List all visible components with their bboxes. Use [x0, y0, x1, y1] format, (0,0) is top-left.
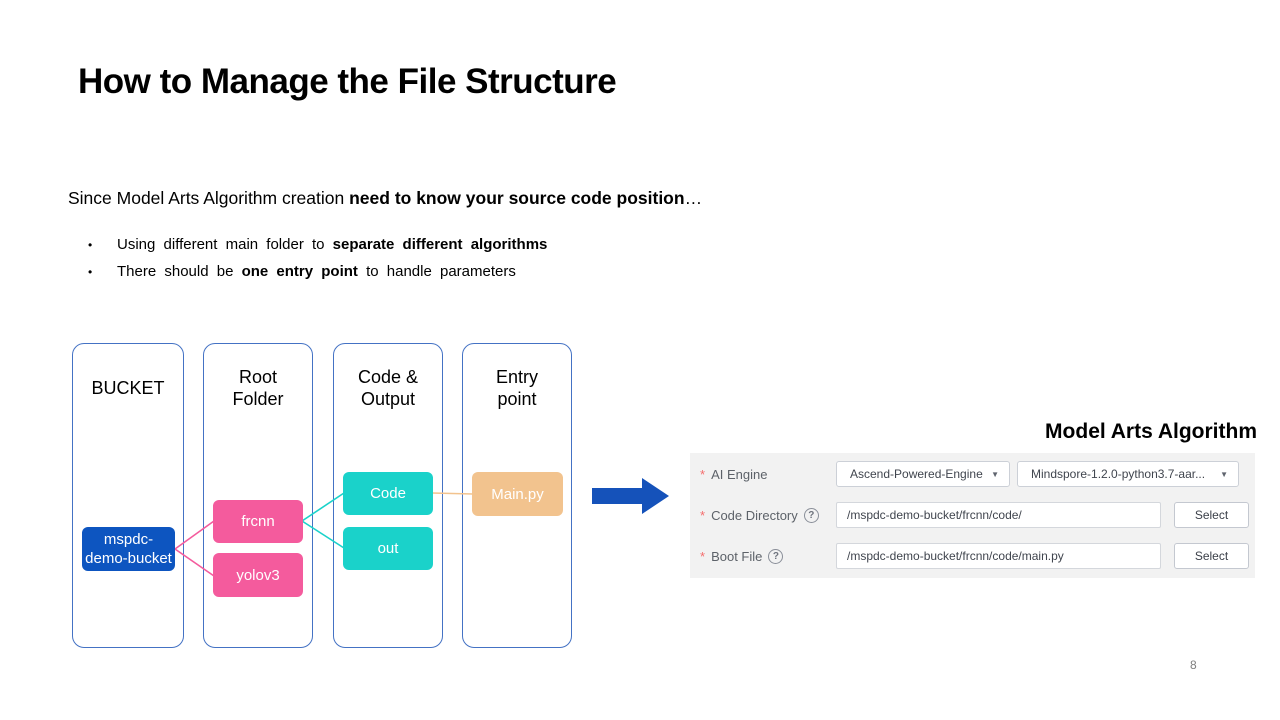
- ai-engine-version-dropdown[interactable]: Mindspore-1.2.0-python3.7-aar... ▼: [1017, 461, 1239, 487]
- code-directory-label: * Code Directory ?: [700, 502, 819, 528]
- intro-normal: Since Model Arts Algorithm creation: [68, 188, 350, 208]
- caret-down-icon: ▼: [1220, 469, 1228, 479]
- code-directory-input[interactable]: [836, 502, 1161, 528]
- list-item: • Using different main folder to separat…: [88, 236, 547, 253]
- bullet-text: Using different main folder to separate …: [117, 236, 548, 253]
- node-yolov3: yolov3: [213, 553, 303, 597]
- required-mark: *: [700, 507, 706, 523]
- list-item: • There should be one entry point to han…: [88, 263, 547, 280]
- required-mark: *: [700, 548, 706, 564]
- bullet-icon: •: [88, 265, 93, 279]
- modelarts-form-panel: * AI Engine Ascend-Powered-Engine ▼ Mind…: [690, 453, 1255, 578]
- intro-text: Since Model Arts Algorithm creation need…: [68, 188, 702, 209]
- column-bucket: BUCKET: [72, 343, 184, 648]
- intro-bold: need to know your source code position: [349, 188, 685, 208]
- flow-arrow-icon: [592, 478, 669, 514]
- help-icon[interactable]: ?: [803, 507, 819, 523]
- column-header: Entry point: [495, 367, 538, 409]
- node-out: out: [343, 527, 433, 570]
- section-heading: Model Arts Algorithm: [1045, 420, 1257, 443]
- node-code: Code: [343, 472, 433, 515]
- page-title: How to Manage the File Structure: [78, 62, 617, 101]
- column-root-folder: Root Folder: [203, 343, 313, 648]
- ai-engine-label: * AI Engine: [700, 466, 768, 482]
- bullet-text: There should be one entry point to handl…: [117, 263, 516, 280]
- dropdown-value: Mindspore-1.2.0-python3.7-aar...: [1031, 467, 1206, 481]
- code-directory-select-button[interactable]: Select: [1174, 502, 1249, 528]
- boot-file-label: * Boot File ?: [700, 543, 784, 569]
- required-mark: *: [700, 466, 706, 482]
- help-icon[interactable]: ?: [768, 548, 784, 564]
- column-header: BUCKET: [91, 378, 165, 398]
- bullet-icon: •: [88, 238, 93, 252]
- node-frcnn: frcnn: [213, 500, 303, 543]
- intro-suffix: …: [684, 188, 703, 208]
- node-main-py: Main.py: [472, 472, 563, 516]
- caret-down-icon: ▼: [991, 469, 999, 479]
- column-header: Root Folder: [232, 367, 284, 409]
- column-header: Code & Output: [357, 367, 419, 409]
- page-number: 8: [1190, 658, 1197, 672]
- ai-engine-framework-dropdown[interactable]: Ascend-Powered-Engine ▼: [836, 461, 1010, 487]
- bullet-list: • Using different main folder to separat…: [88, 236, 547, 290]
- boot-file-input[interactable]: [836, 543, 1161, 569]
- dropdown-value: Ascend-Powered-Engine: [850, 467, 983, 481]
- node-mspdc-demo-bucket: mspdc- demo-bucket: [82, 527, 175, 571]
- boot-file-select-button[interactable]: Select: [1174, 543, 1249, 569]
